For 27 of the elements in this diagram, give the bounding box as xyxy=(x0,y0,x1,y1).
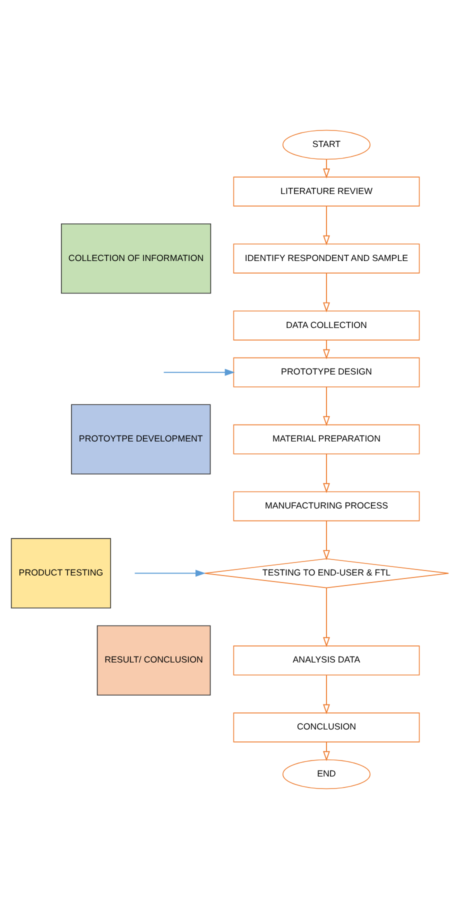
arrow xyxy=(322,741,330,761)
arrow xyxy=(163,368,235,376)
node-box: PROTOTYPE DESIGN xyxy=(233,356,420,387)
node-box: PROTOYTPE DEVELOPMENT xyxy=(71,404,211,474)
node-box: IDENTIFY RESPONDENT AND SAMPLE xyxy=(233,243,420,273)
node-box: COLLECTION OF INFORMATION xyxy=(60,222,212,294)
arrow xyxy=(134,569,206,576)
node-box: ANALYSIS DATA xyxy=(233,645,420,675)
arrow xyxy=(322,205,330,245)
node-ellipse: END xyxy=(282,758,370,789)
arrow xyxy=(322,520,330,560)
arrow xyxy=(322,339,330,359)
arrow xyxy=(322,272,330,312)
node-box: MATERIAL PREPARATION xyxy=(233,424,420,454)
node-box: MANUFACTURING PROCESS xyxy=(233,490,420,521)
node-box: RESULT/ CONCLUSION xyxy=(96,624,211,696)
arrow xyxy=(322,586,330,647)
arrow xyxy=(322,158,330,178)
arrow xyxy=(322,674,330,714)
node-box: LITERATURE REVIEW xyxy=(233,176,420,206)
node-box: PRODUCT TESTING xyxy=(10,538,112,608)
node-ellipse: START xyxy=(282,129,370,160)
arrow xyxy=(322,386,330,426)
node-box: DATA COLLECTION xyxy=(233,310,420,340)
arrow xyxy=(322,453,330,493)
node-box: CONCLUSION xyxy=(233,712,420,742)
node-diamond: TESTING TO END-USER & FTL xyxy=(204,558,449,588)
